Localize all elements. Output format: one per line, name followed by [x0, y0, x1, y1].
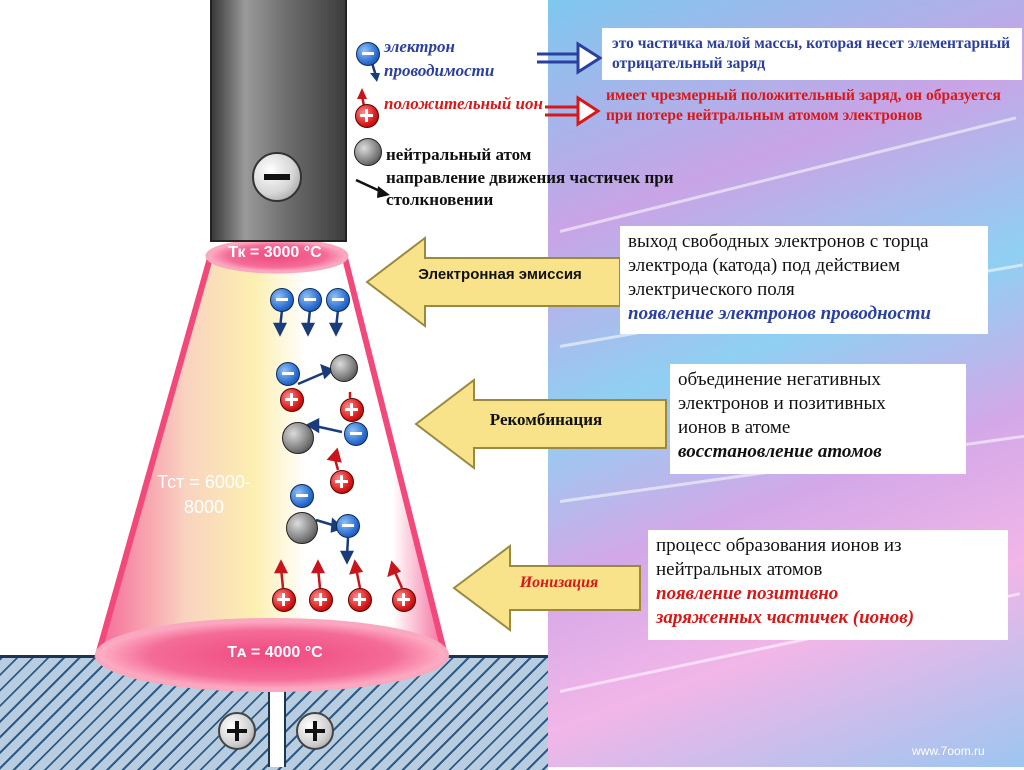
emission-description: выход свободных электронов с торца элект… [620, 226, 988, 334]
column-temperature-line2: 8000 [183, 497, 225, 517]
ion-definition-text: имеет чрезмерный положительный заряд, он… [606, 87, 1001, 124]
legend-ion-icon [355, 104, 379, 128]
ionization-line-1: процесс образования ионов из [656, 535, 902, 556]
ion-definition: имеет чрезмерный положительный заряд, он… [600, 80, 1024, 170]
electron-particle [290, 484, 314, 508]
recombination-line-3: ионов в атоме [678, 417, 791, 438]
legend-direction-label: направление движения частичек при столкн… [386, 168, 674, 209]
electron-particle [336, 514, 360, 538]
electrode-cathode [210, 0, 347, 242]
recombination-arrow-label: Рекомбинация [489, 410, 603, 429]
emission-arrow-label: Электронная эмиссия [418, 266, 582, 283]
emission-line-3: электрического поля [628, 279, 795, 300]
ionization-line-2: нейтральных атомов [656, 559, 823, 580]
watermark: www.7oom.ru [912, 744, 985, 758]
ionization-arrow-label: Ионизация [519, 574, 599, 591]
anode-plus-icon [218, 712, 256, 750]
workpiece-gap [268, 690, 286, 767]
atom-particle [330, 354, 358, 382]
ion-particle [392, 588, 416, 612]
legend-atom-icon [354, 138, 382, 166]
column-temperature-line1: Тст = 6000- [157, 472, 251, 492]
emission-highlight: появление электронов проводности [628, 303, 931, 324]
emission-line-2: электрода (катода) под действием [628, 255, 901, 276]
ionization-description: процесс образования ионов из нейтральных… [648, 530, 1008, 640]
ionization-highlight-1: появление позитивно [656, 583, 839, 604]
recombination-highlight: восстановление атомов [678, 441, 882, 462]
recombination-line-2: электронов и позитивных [678, 393, 886, 414]
cathode-temperature: Тк = 3000 °С [228, 244, 322, 261]
atom-particle [282, 422, 314, 454]
legend-electron-icon [356, 42, 380, 66]
electron-definition-text: это частичка малой массы, которая несет … [612, 35, 1011, 72]
electron-particle [298, 288, 322, 312]
legend-electron-label: электрон проводимости [384, 37, 495, 80]
anode-plus-icon [296, 712, 334, 750]
cathode-minus-icon [252, 152, 302, 202]
ionization-highlight-2: заряженных частичек (ионов) [656, 607, 915, 628]
electron-particle [344, 422, 368, 446]
ion-particle [348, 588, 372, 612]
ion-particle [309, 588, 333, 612]
legend-atom-label: нейтральный атом [386, 145, 532, 164]
emission-line-1: выход свободных электронов с торца [628, 231, 929, 252]
anode-temperature: Тᴀ = 4000 °С [227, 644, 323, 661]
recombination-line-1: объединение негативных [678, 369, 881, 390]
legend-ion-label: положительный ион [384, 94, 543, 113]
recombination-description: объединение негативных электронов и пози… [670, 364, 966, 474]
column-temperature: Тст = 6000- 8000 [150, 470, 258, 520]
electron-particle [326, 288, 350, 312]
electron-particle [276, 362, 300, 386]
electron-particle [270, 288, 294, 312]
electron-definition: это частичка малой массы, которая несет … [602, 28, 1022, 80]
atom-particle [286, 512, 318, 544]
ion-particle [340, 398, 364, 422]
ion-particle [330, 470, 354, 494]
ion-particle [280, 388, 304, 412]
ion-particle [272, 588, 296, 612]
